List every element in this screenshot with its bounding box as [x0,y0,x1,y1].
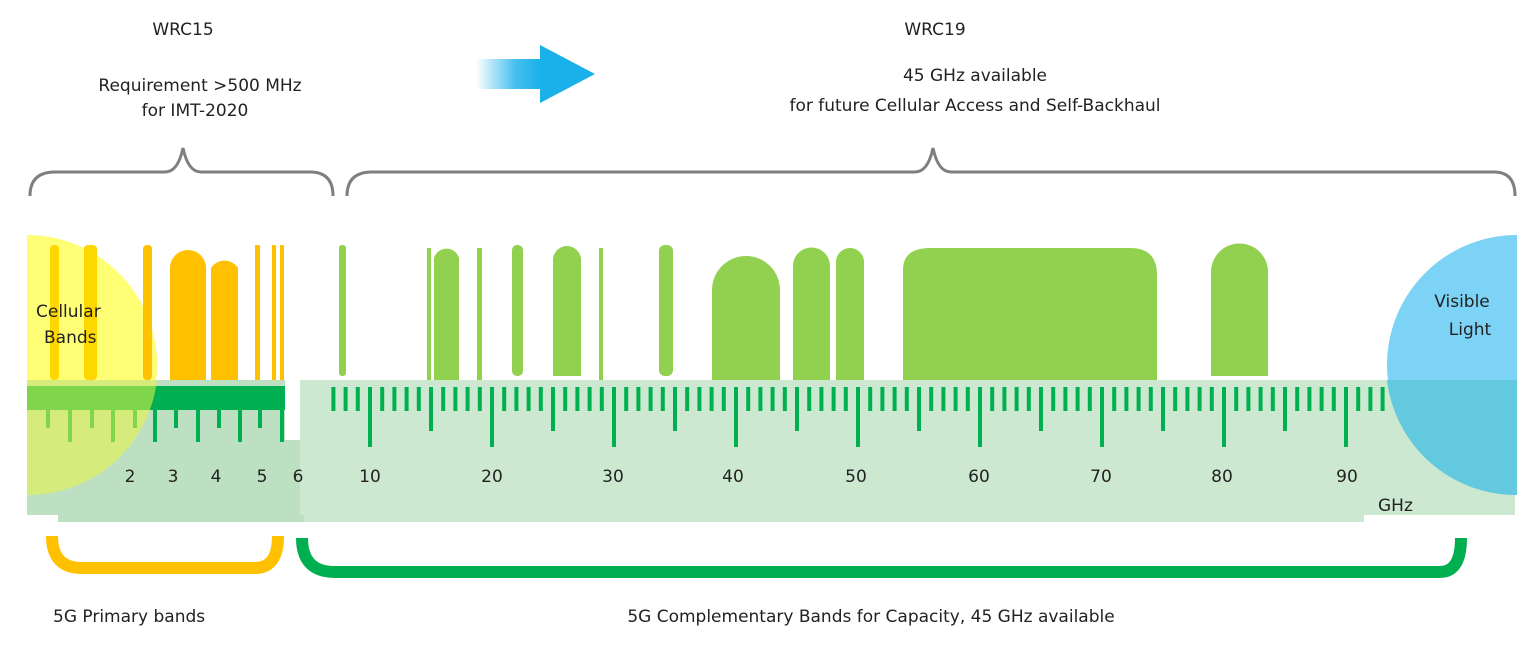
axis-tick-label: 50 [845,467,867,487]
primary-bottom-bracket [46,535,284,574]
visible-light-region [1387,235,1517,496]
primary-bands-label: 5G Primary bands [53,607,206,627]
axis-tick-label: 6 [292,467,304,487]
visible-label-line1: Visible [1434,292,1490,312]
complementary-bands [339,243,1268,380]
wrc15-imt: for IMT-2020 [141,101,249,121]
wrc19-available: 45 GHz available [902,66,1048,86]
cellular-label-line2: Bands [44,328,97,348]
axis-tick-label: 10 [359,467,381,487]
axis-tick-label: 30 [602,467,624,487]
axis-unit: GHz [1378,496,1413,516]
wrc15-requirement: Requirement >500 MHz [98,76,302,96]
axis-tick-label: 90 [1336,467,1358,487]
wrc19-bracket [345,147,1517,197]
wrc19-purpose: for future Cellular Access and Self-Back… [789,96,1161,116]
complementary-bottom-bracket [296,537,1467,578]
primary-bands [50,245,284,380]
axis-tick-label: 70 [1090,467,1112,487]
visible-label-line2: Light [1448,320,1492,340]
axis-tick-label: 40 [722,467,744,487]
axis-tick-label: 4 [210,467,222,487]
axis-tick-label: 2 [124,467,136,487]
cellular-label-line1: Cellular [36,302,101,322]
high-ruler-ticks [331,387,1385,447]
axis-tick-label: 60 [968,467,990,487]
arrow-right-icon [476,45,595,103]
wrc15-bracket [28,147,335,197]
axis-tick-label: 5 [256,467,268,487]
axis-tick-label: 3 [167,467,179,487]
axis-tick-label: 20 [481,467,503,487]
wrc19-title: WRC19 [904,20,966,40]
cellular-overlay [27,380,157,496]
complementary-bands-label: 5G Complementary Bands for Capacity, 45 … [627,607,1115,627]
axis-tick-label: 80 [1211,467,1233,487]
wrc15-title: WRC15 [152,20,214,40]
